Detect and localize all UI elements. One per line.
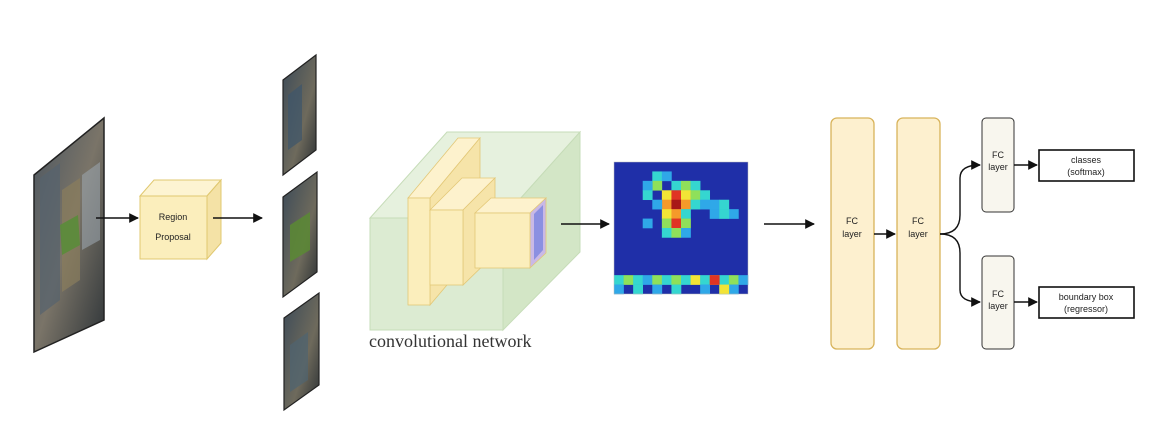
heatmap-cell xyxy=(728,284,739,295)
heatmap-cell xyxy=(728,209,739,219)
conv-layer-3 xyxy=(473,197,548,269)
fc-layer-3-label-1: FC xyxy=(992,150,1004,160)
heatmap-cell xyxy=(671,228,682,238)
heatmap-cell xyxy=(671,218,682,229)
heatmap-cell xyxy=(623,275,634,285)
output-classes-label-1: classes xyxy=(1071,155,1102,165)
heatmap-cell xyxy=(681,218,691,229)
heatmap-cell xyxy=(719,199,730,210)
fc-layer-2-label-2: layer xyxy=(908,229,928,239)
flow-arrows xyxy=(96,160,1038,307)
heatmap-cell xyxy=(700,190,711,201)
feature-map-heatmap xyxy=(613,161,749,295)
region-crop-2 xyxy=(282,170,318,299)
heatmap-cell xyxy=(614,275,624,285)
fc-layer-4: FC layer xyxy=(981,255,1015,350)
heatmap-cell xyxy=(681,199,691,210)
heatmap-cell xyxy=(719,284,730,295)
region-crop-3 xyxy=(283,291,320,412)
heatmap-cell xyxy=(671,209,682,219)
heatmap-cell xyxy=(671,284,682,295)
heatmap-cell xyxy=(671,199,682,210)
heatmap-cell xyxy=(671,275,682,285)
heatmap-cell xyxy=(633,275,644,285)
heatmap-cell xyxy=(652,199,663,210)
heatmap-cell xyxy=(652,171,663,182)
arrow-fc2-branch xyxy=(939,160,981,235)
heatmap-cell xyxy=(642,190,653,201)
heatmap-cell xyxy=(671,180,682,191)
fc-layer-1: FC layer xyxy=(830,117,875,350)
heatmap-cell xyxy=(681,190,691,201)
heatmap-cell xyxy=(681,209,691,219)
conv-network-block: convolutional network xyxy=(368,130,582,351)
fc-layer-1-label-2: layer xyxy=(842,229,862,239)
heatmap-cell xyxy=(661,218,672,229)
fc-layer-2-label-1: FC xyxy=(912,216,924,226)
heatmap-cell xyxy=(661,199,672,210)
fc-layer-1-label-1: FC xyxy=(846,216,858,226)
heatmap-cell xyxy=(652,284,663,295)
heatmap-cell xyxy=(690,190,701,201)
output-bbox-label-1: boundary box xyxy=(1059,292,1114,302)
heatmap-cell xyxy=(642,218,653,229)
heatmap-cell xyxy=(642,275,653,285)
heatmap-cell xyxy=(661,275,672,285)
heatmap-cell xyxy=(728,275,739,285)
input-image xyxy=(33,116,105,354)
heatmap-cell xyxy=(671,190,682,201)
fc-layer-3-label-2: layer xyxy=(988,162,1008,172)
region-proposal-block: Region Proposal xyxy=(138,178,223,261)
heatmap-cell xyxy=(642,180,653,191)
fc-layer-4-label-2: layer xyxy=(988,301,1008,311)
heatmap-cell xyxy=(690,275,701,285)
fc-layer-3: FC layer xyxy=(981,117,1015,213)
heatmap-cell xyxy=(614,284,624,295)
heatmap-cell xyxy=(709,275,720,285)
conv-network-label: convolutional network xyxy=(369,331,531,351)
output-bbox-label-2: (regressor) xyxy=(1064,304,1108,314)
fc-layer-2: FC layer xyxy=(896,117,941,350)
heatmap-cell xyxy=(719,275,730,285)
heatmap-cell xyxy=(690,199,701,210)
region-proposal-label-2: Proposal xyxy=(155,232,191,242)
output-classes-label-2: (softmax) xyxy=(1067,167,1105,177)
heatmap-cell xyxy=(709,209,720,219)
output-bbox-box: boundary box (regressor) xyxy=(1038,286,1135,319)
heatmap-cell xyxy=(700,284,711,295)
region-proposal-label-1: Region xyxy=(159,212,188,222)
heatmap-cell xyxy=(661,228,672,238)
heatmap-cell xyxy=(681,180,691,191)
heatmap-cell xyxy=(661,190,672,201)
heatmap-cell xyxy=(661,209,672,219)
heatmap-cell xyxy=(652,275,663,285)
arrow-fc2-branch-lower xyxy=(939,233,981,307)
heatmap-cell xyxy=(719,209,730,219)
fc-layer-4-label-1: FC xyxy=(992,289,1004,299)
heatmap-cell xyxy=(700,199,711,210)
heatmap-cell xyxy=(661,171,672,182)
heatmap-cell xyxy=(633,284,644,295)
output-classes-box: classes (softmax) xyxy=(1038,149,1135,182)
heatmap-cell xyxy=(681,228,691,238)
heatmap-cell xyxy=(690,180,701,191)
heatmap-cell xyxy=(709,199,720,210)
heatmap-cell xyxy=(700,275,711,285)
heatmap-cell xyxy=(652,180,663,191)
region-crop-1 xyxy=(282,53,317,177)
heatmap-cell xyxy=(738,275,749,285)
heatmap-cell xyxy=(681,275,691,285)
